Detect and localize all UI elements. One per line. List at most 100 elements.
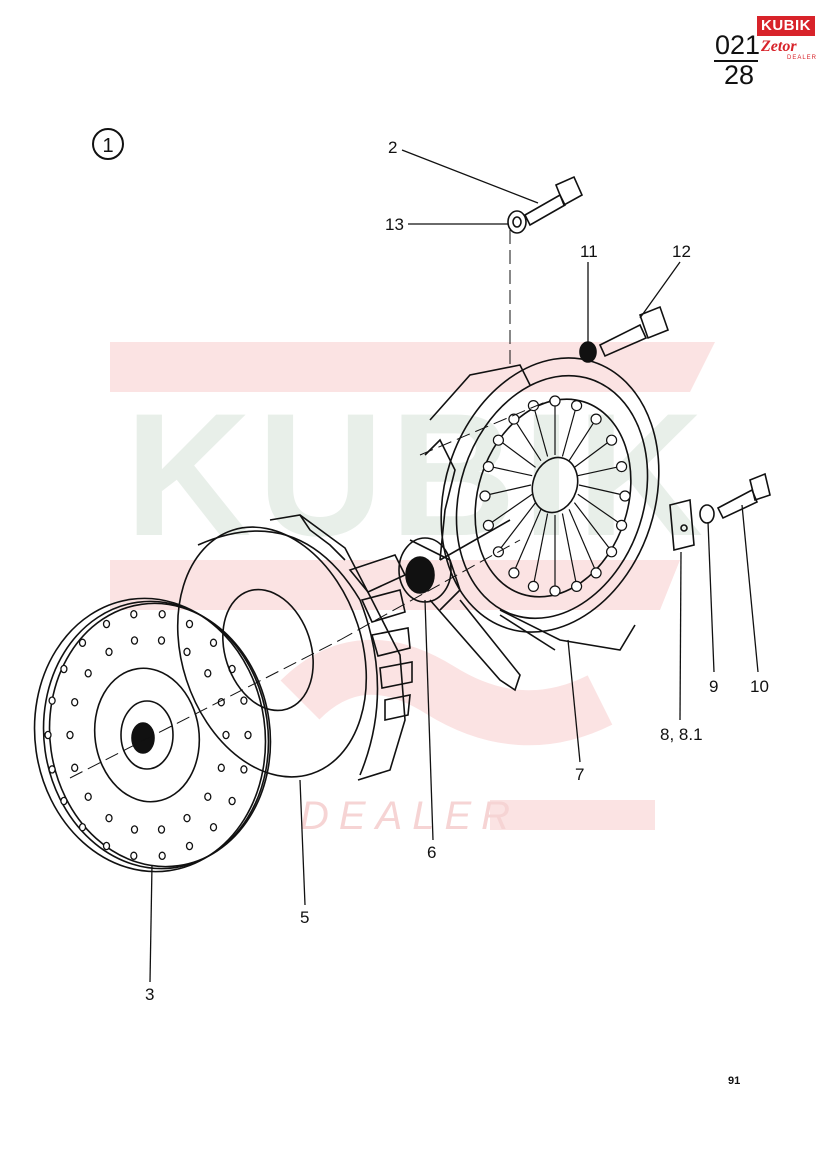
diaphragm-rivet xyxy=(479,490,491,502)
diaphragm-finger xyxy=(577,466,620,477)
diaphragm-rivet xyxy=(615,461,628,473)
assembly-axis-lines xyxy=(69,230,551,779)
diaphragm-rivet xyxy=(482,519,494,532)
rivet-hole xyxy=(222,730,230,740)
diaphragm-finger xyxy=(514,420,542,462)
diaphragm-finger xyxy=(561,407,577,457)
part-8-plate xyxy=(669,498,695,552)
diaphragm-finger xyxy=(573,502,611,550)
rivet-hole xyxy=(102,841,111,851)
diaphragm-finger xyxy=(486,484,532,496)
part-10-bolt xyxy=(716,472,771,520)
diaphragm-finger xyxy=(578,484,624,496)
rivet-hole xyxy=(44,730,52,740)
part-label-12: 12 xyxy=(672,242,691,261)
rivet-hole xyxy=(183,813,191,823)
part-label-9: 9 xyxy=(709,677,718,696)
rivet-hole xyxy=(84,669,92,678)
diaphragm-rivet xyxy=(590,567,602,579)
rivet-hole xyxy=(60,664,68,674)
rivet-hole xyxy=(209,822,218,832)
pressure-plate-body xyxy=(269,514,413,781)
diaphragm-rivet xyxy=(570,580,583,593)
part-label-5: 5 xyxy=(300,908,309,927)
rivet-hole xyxy=(48,765,56,774)
rivet-hole xyxy=(228,796,236,806)
part-6-release-bearing xyxy=(398,519,521,692)
rivet-hole xyxy=(158,851,166,861)
rivet-hole xyxy=(102,619,111,629)
rivet-hole xyxy=(158,609,166,619)
rivet-hole xyxy=(130,825,139,834)
kubik-zetor-logo: KUBIK Zetor DEALER xyxy=(757,16,818,62)
part-2-bolt xyxy=(523,175,584,227)
rivet-hole xyxy=(48,696,56,705)
rivet-hole xyxy=(105,813,113,823)
logo-brand: KUBIK xyxy=(757,16,815,36)
rivet-hole xyxy=(183,647,191,657)
rivet-hole xyxy=(130,636,139,645)
diaphragm-finger xyxy=(499,502,537,550)
part-label-7: 7 xyxy=(575,765,584,784)
rivet-hole xyxy=(78,638,87,648)
diaphragm-finger xyxy=(490,466,533,477)
diaphragm-rivet xyxy=(619,490,631,502)
rivet-hole xyxy=(157,825,166,834)
diaphragm-rivet xyxy=(605,546,618,558)
rivet-hole xyxy=(130,609,138,619)
diaphragm-finger xyxy=(568,509,596,570)
figure-number: 1 xyxy=(102,135,113,157)
part-7-pressure-plate-cover xyxy=(424,357,660,651)
rivet-hole xyxy=(157,636,166,645)
diaphragm-finger xyxy=(489,493,533,524)
diaphragm-rivet xyxy=(590,413,602,425)
diaphragm-rivet xyxy=(508,413,520,425)
diaphragm-rivet xyxy=(549,395,561,407)
figure-number-circle xyxy=(92,128,124,160)
rivet-hole xyxy=(78,822,87,832)
rivet-hole xyxy=(60,796,68,806)
part-11-washer xyxy=(579,341,597,363)
diaphragm-finger xyxy=(533,407,549,457)
rivet-hole xyxy=(204,792,212,801)
logo-sub-brand: Zetor xyxy=(761,38,797,55)
part-labels: 2 13 11 12 10 9 8, 8.1 7 6 5 3 xyxy=(145,138,769,1004)
part-label-10: 10 xyxy=(750,677,769,696)
logo-tagline: DEALER xyxy=(787,55,818,61)
part-label-8: 8, 8.1 xyxy=(660,725,703,744)
watermark-dealer-text: DEALER xyxy=(300,794,521,838)
part-label-2: 2 xyxy=(388,138,397,157)
diaphragm-rivet xyxy=(549,585,561,597)
diaphragm-rivet xyxy=(508,567,520,579)
diaphragm-finger xyxy=(561,513,577,583)
part-label-6: 6 xyxy=(427,843,436,862)
rivet-hole xyxy=(217,763,225,773)
part-13-washer xyxy=(507,210,527,234)
rivet-hole xyxy=(204,669,212,678)
diaphragm-finger xyxy=(514,509,542,570)
diaphragm-rivet xyxy=(492,434,504,446)
rivet-hole xyxy=(185,619,194,629)
rivet-hole xyxy=(244,730,252,740)
diaphragm-finger xyxy=(574,440,611,468)
diaphragm-finger xyxy=(577,493,621,524)
leader-lines xyxy=(149,149,759,983)
rivet-hole xyxy=(185,841,194,851)
diaphragm-rivet xyxy=(615,519,628,532)
rivet-hole xyxy=(130,851,138,861)
diaphragm-finger xyxy=(568,420,596,462)
part-5-friction-disc xyxy=(176,526,379,778)
rivet-hole xyxy=(71,697,79,707)
part-12-bolt xyxy=(598,305,670,358)
page-number: 91 xyxy=(728,1075,741,1087)
drawing-code-bottom: 28 xyxy=(724,60,755,90)
diaphragm-finger xyxy=(533,513,549,583)
rivet-hole xyxy=(240,696,248,705)
part-label-13: 13 xyxy=(385,215,404,234)
drawing-code-top: 021 xyxy=(715,30,761,60)
rivet-hole xyxy=(105,647,113,657)
rivet-hole xyxy=(66,730,74,740)
part-3-clutch-disc xyxy=(33,597,272,873)
